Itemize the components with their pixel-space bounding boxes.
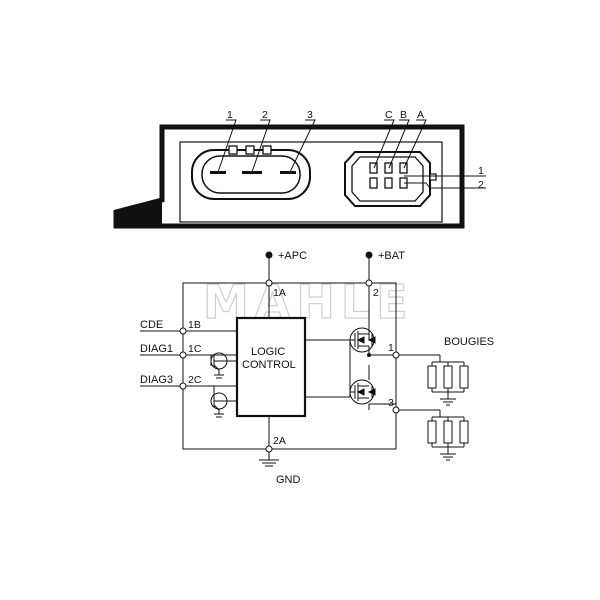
right-connector (344, 151, 437, 207)
module-frame (182, 282, 397, 450)
pin-1a-label: 1A (273, 287, 286, 299)
glow-plug-group-1 (427, 355, 469, 406)
housing-view: 1 2 3 C B A 1 2 (113, 109, 486, 229)
apc-supply-dot (265, 251, 273, 259)
logic-control-block (235, 316, 307, 418)
pin-1c-label: 1C (188, 343, 202, 355)
side-pin-label-1: 1 (478, 165, 484, 177)
out-pin-3-label: 3 (388, 397, 394, 409)
diag1-label: DIAG1 (140, 343, 173, 355)
pin-2c-label: 2C (188, 374, 202, 386)
pin-label-b: B (400, 109, 407, 121)
left-connector (191, 145, 311, 200)
pin-1b-label: 1B (188, 319, 201, 331)
bougies-label: BOUGIES (444, 336, 494, 348)
pin-label-a: A (417, 109, 424, 121)
bat-supply-dot (365, 251, 373, 259)
pin-label-1: 1 (227, 109, 233, 121)
terminals (179, 279, 400, 453)
glow-plug-group-2 (427, 410, 469, 461)
mosfet-1 (349, 327, 376, 355)
gnd-label: GND (276, 474, 301, 486)
pin-2-label: 2 (373, 287, 379, 299)
mosfet-2 (349, 379, 376, 405)
side-pin-label-2: 2 (478, 179, 484, 191)
bat-label: +BAT (378, 250, 405, 262)
cde-label: CDE (140, 319, 163, 331)
pin-label-c: C (385, 109, 393, 121)
diag3-label: DIAG3 (140, 374, 173, 386)
pin-2a-label: 2A (273, 435, 286, 447)
apc-label: +APC (278, 250, 307, 262)
logic-label-line1: LOGIC (251, 346, 285, 358)
schematic (140, 255, 469, 467)
out-pin-1-label: 1 (388, 342, 394, 354)
logic-label-line2: CONTROL (242, 359, 296, 371)
pin-label-3: 3 (307, 109, 313, 121)
pin-label-2: 2 (262, 109, 268, 121)
